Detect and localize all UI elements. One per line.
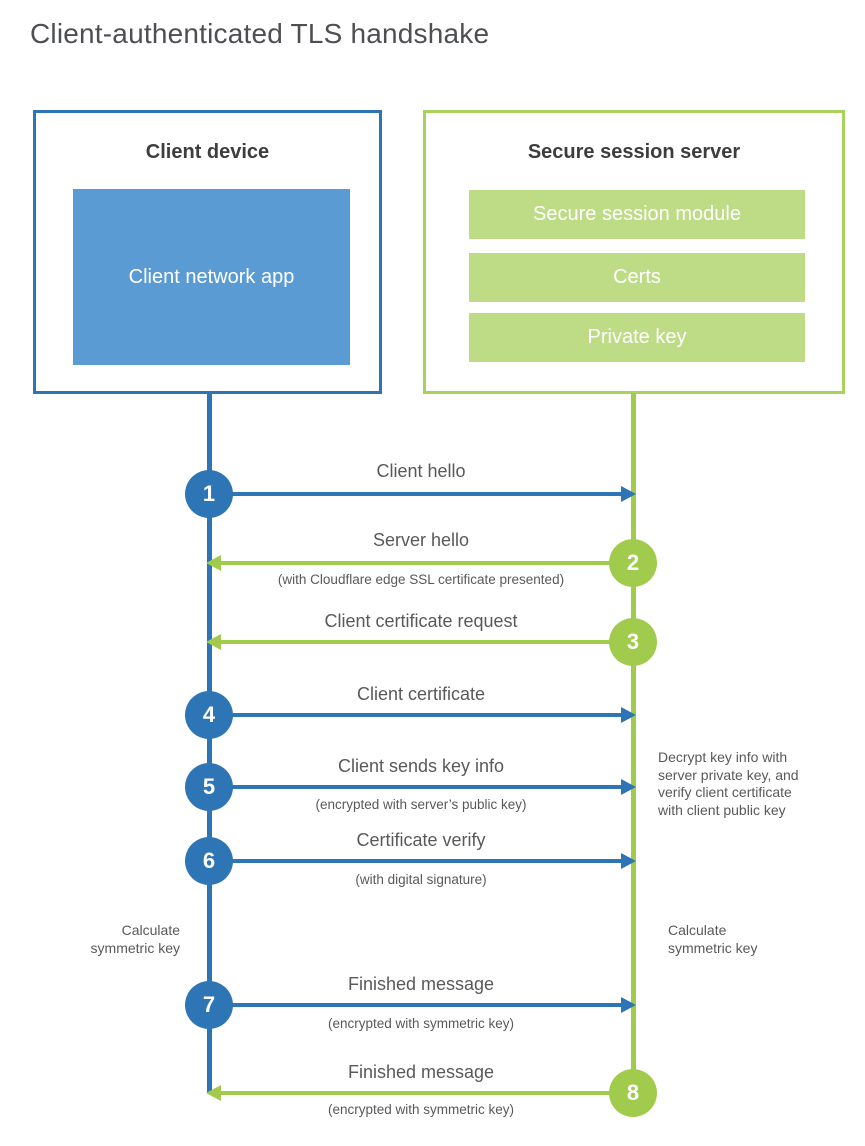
step-circle: 6 [185, 837, 233, 885]
step-label: Certificate verify [356, 830, 486, 850]
arrowhead-left-icon [206, 634, 221, 650]
arrow-server-to-client [206, 1085, 633, 1101]
step-sublabel: (encrypted with symmetric key) [327, 1016, 515, 1031]
arrow-client-to-server [211, 486, 636, 502]
client-device-title: Client device [145, 141, 270, 163]
client-device-box: Client device Client network app [33, 110, 382, 394]
arrow-server-to-client [206, 555, 633, 571]
step-circle: 1 [185, 470, 233, 518]
step-circle: 7 [185, 981, 233, 1029]
server-lifeline [631, 393, 636, 1093]
step-label: Client certificate request [324, 611, 518, 631]
arrowhead-left-icon [206, 555, 221, 571]
server-module-label: Secure session module [533, 203, 741, 225]
server-module-bar: Secure session module [469, 190, 805, 239]
step-circle: 8 [609, 1069, 657, 1117]
client-lifeline [207, 393, 212, 1093]
step-circle: 4 [185, 691, 233, 739]
step-sublabel: (with Cloudflare edge SSL certificate pr… [277, 572, 565, 587]
annotation-client-calculate-symmetric-key: Calculate symmetric key [90, 922, 180, 956]
step-circle: 3 [609, 618, 657, 666]
step-label: Finished message [347, 1062, 495, 1082]
arrowhead-right-icon [621, 997, 636, 1013]
step-label: Client certificate [356, 684, 486, 704]
arrowhead-left-icon [206, 1085, 221, 1101]
step-sublabel: (encrypted with server’s public key) [315, 797, 527, 812]
server-module-bar: Private key [469, 313, 805, 362]
arrowhead-right-icon [621, 707, 636, 723]
arrow-client-to-server [211, 997, 636, 1013]
client-network-app-box: Client network app [73, 189, 350, 365]
page-title: Client-authenticated TLS handshake [30, 18, 490, 49]
arrow-client-to-server [211, 779, 636, 795]
secure-session-server-title: Secure session server [527, 141, 741, 163]
arrowhead-right-icon [621, 486, 636, 502]
step-sublabel: (encrypted with symmetric key) [327, 1102, 515, 1117]
step-label: Server hello [372, 530, 470, 550]
client-network-app-label: Client network app [128, 265, 295, 288]
step-circle: 2 [609, 539, 657, 587]
step-sublabel: (with digital signature) [355, 872, 487, 887]
annotation-server-decrypt-key-info: Decrypt key info with server private key… [658, 749, 799, 818]
arrow-server-to-client [206, 634, 633, 650]
step-label: Client hello [376, 461, 466, 481]
step-circle: 5 [185, 763, 233, 811]
server-module-bar: Certs [469, 253, 805, 302]
secure-session-server-box: Secure session server Secure session mod… [423, 110, 845, 394]
annotation-server-calculate-symmetric-key: Calculate symmetric key [668, 922, 758, 956]
step-label: Client sends key info [337, 756, 505, 776]
arrow-client-to-server [211, 707, 636, 723]
arrow-client-to-server [211, 853, 636, 869]
arrowhead-right-icon [621, 853, 636, 869]
step-label: Finished message [347, 974, 495, 994]
server-module-label: Private key [587, 326, 687, 348]
server-module-label: Certs [613, 266, 661, 288]
arrowhead-right-icon [621, 779, 636, 795]
